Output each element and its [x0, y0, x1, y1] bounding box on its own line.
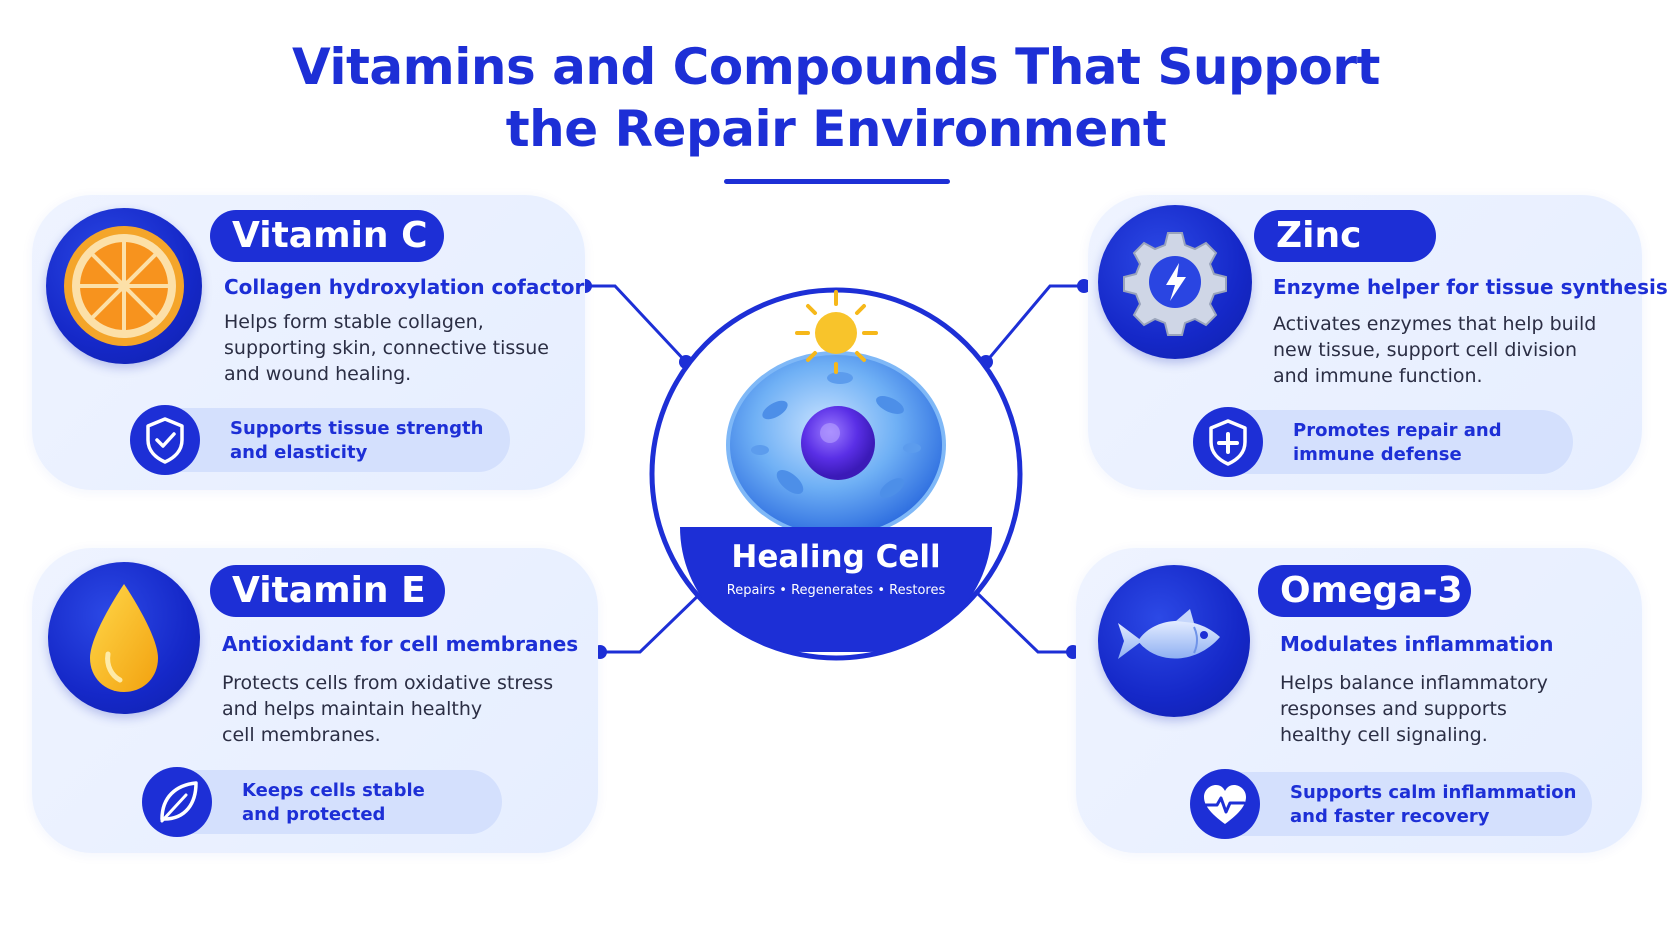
center-title: Healing Cell — [731, 539, 941, 575]
omega-3-benefit-line: Supports calm inflammation — [1290, 782, 1577, 803]
omega-3-name: Omega-3 — [1258, 565, 1471, 617]
vitamin-c-benefit-line: and elasticity — [230, 442, 368, 463]
omega-3-desc-line: healthy cell signaling. — [1280, 724, 1488, 746]
vitamin-c-name: Vitamin C — [210, 210, 444, 262]
vitamin-e-subtitle: Antioxidant for cell membranes — [222, 632, 579, 656]
connector-omega-3 — [972, 588, 1073, 654]
vitamin-c-icon-badge — [46, 208, 202, 364]
gear-lightning-icon — [1123, 232, 1227, 336]
vitamin-c-subtitle: Collagen hydroxylation cofactor — [224, 275, 585, 299]
omega-3-icon-badge — [1098, 565, 1250, 717]
omega-3-desc-line: responses and supports — [1280, 698, 1507, 720]
omega-3-desc-line: Helps balance inflammatory — [1280, 672, 1548, 694]
shield-check-icon — [130, 405, 200, 475]
vitamin-e-benefit-line: Keeps cells stable — [242, 780, 425, 801]
vitamin-e-benefit: Keeps cells stable and protected — [142, 767, 502, 837]
vitamin-c-benefit: Supports tissue strength and elasticity — [130, 405, 510, 475]
zinc-desc-line: and immune function. — [1273, 365, 1483, 387]
title-underline — [724, 179, 950, 184]
shield-plus-icon — [1193, 407, 1263, 477]
zinc-benefit-line: Promotes repair and — [1293, 420, 1502, 441]
title-line-2: the Repair Environment — [505, 100, 1167, 158]
leaf-icon — [142, 767, 212, 837]
title-line-1: Vitamins and Compounds That Support — [292, 38, 1380, 96]
oil-drop-icon — [90, 584, 158, 692]
vitamin-c-desc-line: Helps form stable collagen, — [224, 311, 484, 333]
vitamin-c-desc-line: and wound healing. — [224, 363, 412, 385]
sun-icon — [795, 290, 878, 374]
heart-pulse-icon — [1190, 769, 1260, 839]
center-subtitle: Repairs • Regenerates • Restores — [726, 583, 946, 598]
omega-3-description: Helps balance inflammatory responses and… — [1280, 670, 1548, 748]
vitamin-c-desc-line: supporting skin, connective tissue — [224, 337, 549, 359]
orange-slice-icon — [64, 226, 184, 346]
connector-vitamin-e — [600, 588, 706, 654]
zinc-desc-line: new tissue, support cell division — [1273, 339, 1578, 361]
vitamin-e-desc-line: cell membranes. — [222, 724, 381, 746]
vitamin-e-name: Vitamin E — [210, 565, 445, 617]
vitamin-e-icon-badge — [48, 562, 200, 714]
vitamin-c-description: Helps form stable collagen, supporting s… — [224, 309, 549, 387]
omega-3-benefit: Supports calm inflammation and faster re… — [1190, 769, 1592, 839]
healing-cell-icon — [726, 351, 946, 539]
page-title: Vitamins and Compounds That Support the … — [0, 36, 1672, 160]
vitamin-e-desc-line: and helps maintain healthy — [222, 698, 483, 720]
zinc-desc-line: Activates enzymes that help build — [1273, 313, 1597, 335]
zinc-description: Activates enzymes that help build new ti… — [1273, 311, 1596, 389]
omega-3-benefit-line: and faster recovery — [1290, 806, 1490, 827]
zinc-benefit-line: immune defense — [1293, 444, 1462, 465]
zinc-subtitle: Enzyme helper for tissue synthesis — [1273, 275, 1668, 299]
connector-vitamin-c — [585, 284, 688, 364]
connector-zinc — [984, 284, 1084, 363]
omega-3-subtitle: Modulates inflammation — [1280, 632, 1554, 656]
fish-icon — [1118, 609, 1220, 659]
zinc-name: Zinc — [1254, 210, 1436, 262]
vitamin-e-benefit-line: and protected — [242, 804, 386, 825]
vitamin-e-description: Protects cells from oxidative stress and… — [222, 670, 553, 748]
zinc-icon-badge — [1098, 205, 1252, 359]
vitamin-e-desc-line: Protects cells from oxidative stress — [222, 672, 554, 694]
vitamin-c-benefit-line: Supports tissue strength — [230, 418, 484, 439]
zinc-benefit: Promotes repair and immune defense — [1193, 407, 1573, 477]
